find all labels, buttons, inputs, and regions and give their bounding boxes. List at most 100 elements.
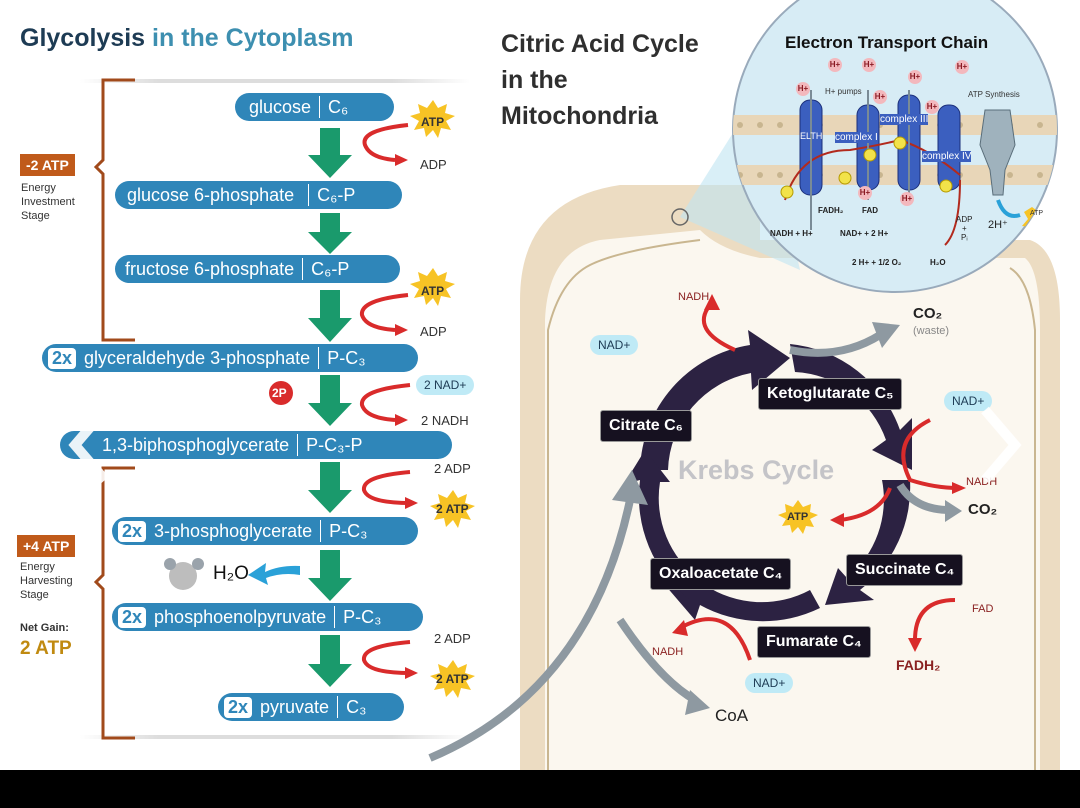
atp-label-3: 2 ATP — [436, 502, 469, 516]
fadh2-arrow — [913, 598, 956, 641]
nadh-top-label: NADH — [678, 291, 710, 303]
investment-line3: Stage — [21, 210, 50, 222]
co2-right-label: CO₂ — [968, 501, 998, 518]
fad-label: FAD — [972, 603, 994, 615]
water-arrow — [248, 563, 300, 585]
pill-3-phosphoglycerate: 2x 3-phosphoglycerate P-C₃ — [112, 517, 418, 545]
etc-title: Electron Transport Chain — [785, 33, 989, 52]
hplus-6: H+ — [873, 90, 887, 104]
nad-bottom-label: NAD+ — [745, 673, 794, 693]
nad-in-label: 2 NAD+ — [416, 375, 475, 395]
atp-stars — [410, 100, 475, 698]
pill-pyruvate-multiplier: 2x — [224, 696, 253, 718]
pill-f6p-formula: C₆-P — [311, 258, 350, 279]
water-molecule-icon — [164, 558, 204, 590]
hplus-pumps-label: H+ pumps — [825, 87, 862, 96]
etc-pi-label: Pᵢ — [961, 233, 968, 242]
harvesting-line1: Energy — [20, 561, 55, 573]
pill-glucose-label: glucose — [249, 96, 312, 117]
glycolysis-green-arrows — [164, 100, 475, 698]
co2-top-label: CO₂ — [913, 305, 943, 322]
etc-atp-label: ATP — [1030, 210, 1044, 217]
complex1-label: complex I — [835, 132, 878, 143]
fumarate-box: Fumarate C₄ — [757, 626, 871, 658]
green-arrow-5 — [308, 462, 352, 513]
pill-glucose: glucose C₆ — [235, 93, 394, 121]
glycolysis-title: Glycolysis in the Cytoplasm — [20, 24, 353, 53]
harvesting-stage-label: Energy Harvesting Stage — [20, 560, 73, 602]
pill-biphosphoglycerate: 1,3-biphosphoglycerate P-C₃-P — [60, 431, 452, 459]
nadh-bottom-arrow — [679, 617, 752, 661]
next-slide-button[interactable] — [970, 400, 1030, 490]
atp-arrow — [839, 487, 892, 522]
pill-glyceraldehyde-3-phosphate: 2x glyceraldehyde 3-phosphate P-C₃ — [42, 344, 418, 372]
nad-top-label: NAD+ — [590, 335, 639, 355]
pill-pyruvate: 2x pyruvate C₃ — [218, 693, 404, 721]
investment-line2: Investment — [21, 196, 75, 208]
pill-phosphoenolpyruvate: 2x phosphoenolpyruvate P-C₃ — [112, 603, 423, 631]
net-gain-label: Net Gain: — [20, 622, 69, 634]
pill-pep-multiplier: 2x — [118, 606, 147, 628]
etc-zoom-graphic — [671, 0, 1058, 293]
pill-3pg-multiplier: 2x — [118, 520, 147, 542]
pill-fructose-6-phosphate: fructose 6-phosphate C₆-P — [115, 255, 400, 283]
atp-label-2: ATP — [421, 284, 445, 298]
hplus-8: H+ — [858, 186, 872, 200]
nadh-bottom-label: NADH — [652, 646, 684, 658]
pill-pyruvate-label: pyruvate — [260, 696, 330, 717]
green-arrow-2 — [308, 213, 352, 254]
krebs-cycle-graphic — [428, 294, 966, 762]
coa-label: CoA — [715, 706, 749, 725]
pill-3pg-formula: P-C₃ — [329, 520, 368, 541]
pill-pep-label: phosphoenolpyruvate — [154, 606, 327, 627]
pill-glucose-6-phosphate: glucose 6-phosphate C₆-P — [115, 181, 402, 209]
stage-brackets — [93, 78, 135, 740]
etc-nad-label: NAD+ + 2 H+ — [840, 229, 889, 238]
previous-slide-button[interactable] — [60, 400, 120, 490]
green-arrow-1 — [308, 128, 352, 178]
investment-stage-label: Energy Investment Stage — [21, 181, 75, 223]
red-arrow-4 — [362, 470, 411, 505]
pill-g3p-formula: P-C₃ — [327, 347, 366, 368]
co2-right-arrow — [896, 482, 951, 514]
hplus-3: H+ — [908, 70, 922, 84]
etc-2h-label: 2H⁺ — [988, 219, 1008, 231]
pill-g3p-label: glyceraldehyde 3-phosphate — [84, 347, 311, 368]
pill-g6p-formula: C₆-P — [317, 184, 356, 205]
atp-label-4: 2 ATP — [436, 672, 469, 686]
red-arrow-2 — [360, 293, 409, 332]
red-arrow-1 — [362, 123, 409, 162]
pill-pyruvate-formula: C₃ — [346, 696, 367, 717]
adp-label-2: ADP — [420, 324, 447, 339]
complex3-label: complex III — [880, 114, 929, 125]
hplus-5: H+ — [796, 82, 810, 96]
etc-plus-label: + — [962, 224, 967, 233]
adp-label-4: 2 ADP — [434, 631, 471, 646]
hplus-1: H+ — [828, 58, 842, 72]
bottom-bar — [0, 770, 1080, 808]
elth-label: ELTH — [800, 131, 823, 141]
co2-waste-arrow — [789, 331, 883, 357]
pyruvate-to-cycle-arrow — [428, 499, 634, 762]
green-arrow-4 — [308, 375, 352, 426]
oxaloacetate-box: Oxaloacetate C₄ — [650, 558, 792, 590]
nadh-right-arrow — [901, 418, 959, 490]
complex4-label: complex IV — [922, 151, 972, 162]
green-arrow-7 — [308, 635, 352, 687]
zoom-origin-circle — [671, 208, 689, 226]
succinate-box: Succinate C₄ — [846, 554, 964, 586]
etc-h2o-label: H₂O — [930, 258, 946, 267]
harvesting-line3: Stage — [20, 589, 49, 601]
citric-title-line2: in the — [501, 66, 568, 94]
citric-title-line3: Mitochondria — [501, 102, 658, 130]
pill-g3p-multiplier: 2x — [48, 347, 77, 369]
pill-3pg-label: 3-phosphoglycerate — [154, 520, 313, 541]
green-arrow-3 — [308, 290, 352, 342]
hplus-4: H+ — [955, 60, 969, 74]
phosphate-label: 2P — [272, 386, 287, 400]
adp-label-1: ADP — [420, 157, 447, 172]
investment-line1: Energy — [21, 182, 56, 194]
glycolysis-title-sub: in the Cytoplasm — [152, 24, 354, 52]
etc-water-line: 2 H+ + 1/2 O₂ — [852, 258, 902, 267]
pill-bpg-label: 1,3-biphosphoglycerate — [102, 434, 290, 455]
